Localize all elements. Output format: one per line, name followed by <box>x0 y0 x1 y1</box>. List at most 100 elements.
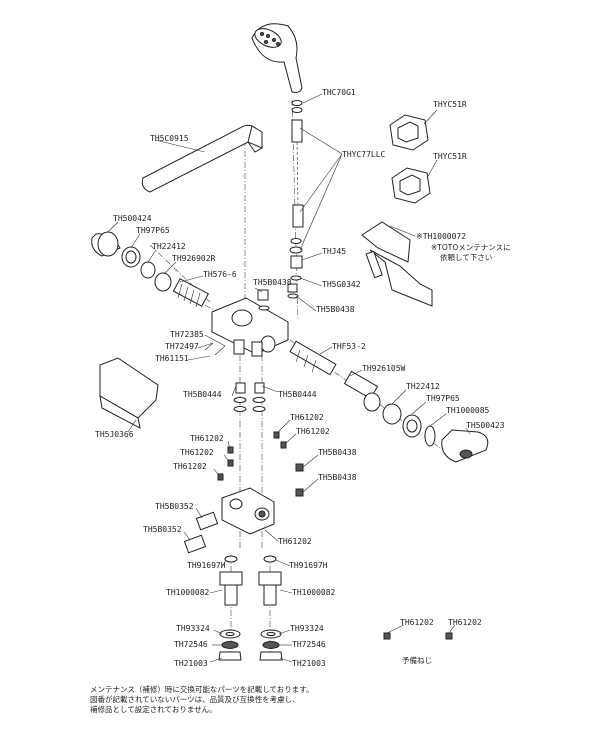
o-ring <box>289 246 303 254</box>
screw <box>214 345 226 356</box>
o-ring <box>290 275 302 281</box>
toto-maintenance-note: ※TOTOメンテナンスに <box>431 243 511 252</box>
valve-part <box>235 382 246 394</box>
label-th1000082-right: TH1000082 <box>292 588 336 597</box>
leader-lines <box>107 93 471 663</box>
label-th97p65-left: TH97P65 <box>136 226 170 235</box>
screw <box>227 446 234 454</box>
o-ring <box>291 100 303 106</box>
label-th61202-spare-left: TH61202 <box>400 618 434 627</box>
pin <box>204 342 214 351</box>
screw <box>227 459 234 467</box>
label-th72497: TH72497 <box>165 342 199 351</box>
label-th5j0366: TH5J0366 <box>95 430 134 439</box>
shower-head <box>251 23 303 93</box>
eccentric-pipe-right <box>258 571 282 606</box>
washer-hole <box>266 632 276 636</box>
label-th500423: TH500423 <box>466 421 505 430</box>
shower-holder-bottom <box>391 167 431 204</box>
label-th500424: TH500424 <box>113 214 152 223</box>
label-th5b0352-b: TH5B0352 <box>143 525 182 534</box>
toto-maintenance-note-2: 依頼して下さい <box>440 252 492 262</box>
o-ring <box>291 107 303 113</box>
spout <box>141 124 263 193</box>
label-th61202-b: TH61202 <box>296 427 330 436</box>
label-th5g0342: TH5G0342 <box>322 280 361 289</box>
o-ring <box>252 406 266 412</box>
label-th5b0444-left: TH5B0444 <box>183 390 222 399</box>
label-th61202-e: TH61202 <box>173 462 207 471</box>
valve-part <box>287 283 298 293</box>
label-th5c0915: TH5C0915 <box>150 134 189 143</box>
label-th21003-left: TH21003 <box>174 659 208 668</box>
label-th91697h-right: TH91697H <box>289 561 328 570</box>
o-ring <box>287 293 299 299</box>
o-ring <box>252 397 266 403</box>
screw <box>217 473 224 481</box>
label-th5b0438-top-left: TH5B0438 <box>253 278 292 287</box>
label-th576-6: TH576-6 <box>203 270 237 279</box>
valve-part <box>257 289 269 301</box>
footnote-line-1: メンテナンス（補修）時に交換可能なパーツを記載しております。 <box>90 685 314 694</box>
o-ring <box>290 238 302 244</box>
label-th5b0438-mid-a: TH5B0438 <box>318 448 357 457</box>
label-th61202-d: TH61202 <box>180 448 214 457</box>
label-th5b0352-a: TH5B0352 <box>155 502 194 511</box>
label-th72385: TH72385 <box>170 330 204 339</box>
lower-valve-block <box>221 487 275 535</box>
label-thj45: THJ45 <box>322 247 346 256</box>
gasket <box>224 555 238 563</box>
screw <box>295 463 304 472</box>
label-th926105w: TH926105W <box>362 364 406 373</box>
shower-holder-top <box>389 114 429 151</box>
label-spare-screw: 予備ねじ <box>402 655 432 665</box>
label-th22412-right: TH22412 <box>406 382 440 391</box>
check-valve <box>195 511 219 531</box>
left-cartridge-stack <box>91 231 209 308</box>
label-th1000082-left: TH1000082 <box>166 588 210 597</box>
label-thyc51r-bottom: THYC51R <box>433 152 467 161</box>
label-th93324-right: TH93324 <box>290 624 324 633</box>
o-ring <box>258 305 270 311</box>
valve-part <box>254 382 265 394</box>
footnote-line-2: 図番が記載されていないパーツは、品質及び互換性を考慮し、 <box>90 695 300 704</box>
nut <box>218 651 242 661</box>
label-th5b0438-mid-b: TH5B0438 <box>318 473 357 482</box>
o-ring <box>233 406 247 412</box>
label-th61202-f: TH61202 <box>278 537 312 546</box>
label-th91697h-left: TH91697H <box>187 561 226 570</box>
label-th5b0444-right: TH5B0444 <box>278 390 317 399</box>
cover-panel <box>99 357 159 429</box>
label-th5b0438-top-right: TH5B0438 <box>316 305 355 314</box>
label-th93324-left: TH93324 <box>176 624 210 633</box>
label-thyc51r-top: THYC51R <box>433 100 467 109</box>
label-th1000085: TH1000085 <box>446 406 490 415</box>
label-th61202-c: TH61202 <box>190 434 224 443</box>
shower-hose <box>291 119 304 228</box>
screw <box>295 488 304 497</box>
valve-part <box>290 255 303 269</box>
label-thc70g1: THC70G1 <box>322 88 356 97</box>
label-th97p65-right: TH97P65 <box>426 394 460 403</box>
valve-body <box>211 297 289 357</box>
label-th22412-left: TH22412 <box>152 242 186 251</box>
screw <box>273 431 280 439</box>
footnote-line-3: 補修品として設定されておりません。 <box>90 705 217 714</box>
washer-hole <box>225 632 235 636</box>
nut <box>259 651 283 661</box>
check-valve <box>183 534 207 554</box>
gasket <box>263 555 277 563</box>
label-thyc77llc: THYC77LLC <box>342 150 386 159</box>
label-thf53-2: THF53-2 <box>332 342 366 351</box>
mounting-plate <box>361 221 433 307</box>
label-th21003-right: TH21003 <box>292 659 326 668</box>
label-th72546-left: TH72546 <box>174 640 208 649</box>
right-cartridge-stack <box>289 340 489 463</box>
packing <box>221 641 239 649</box>
label-th72546-right: TH72546 <box>292 640 326 649</box>
label-th926902r: TH926902R <box>172 254 216 263</box>
o-ring <box>233 397 247 403</box>
label-th61202-a: TH61202 <box>290 413 324 422</box>
label-th61151: TH61151 <box>155 354 189 363</box>
